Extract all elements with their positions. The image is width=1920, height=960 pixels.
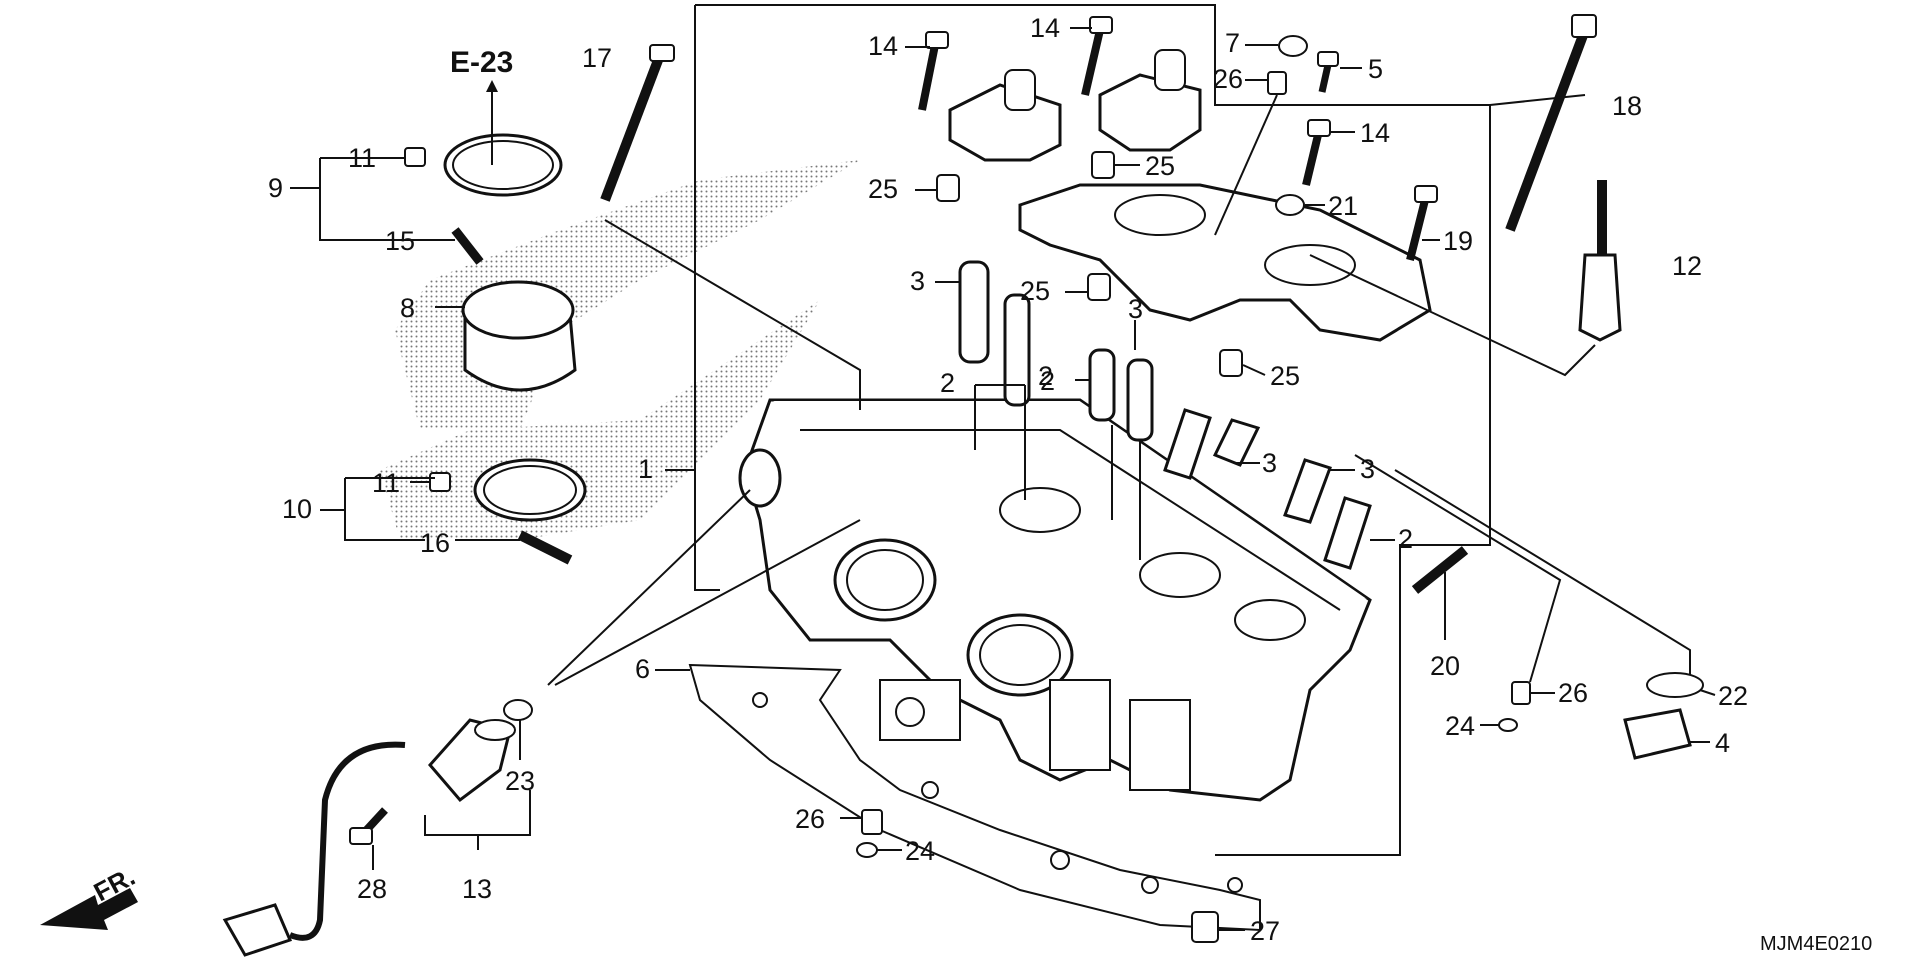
- front-arrow-icon: [40, 888, 138, 930]
- rocker-post-left: [1004, 69, 1036, 111]
- callout-16: 16: [420, 528, 450, 558]
- callout-18: 18: [1612, 91, 1642, 121]
- gasket-holes: [752, 692, 1243, 894]
- callout-20: 20: [1430, 651, 1460, 681]
- seal-4: [1623, 708, 1692, 760]
- callout-26: 26: [1213, 64, 1243, 94]
- holder-pocket-1: [1114, 194, 1206, 236]
- head-gasket: [688, 663, 1261, 932]
- callout-26: 26: [1558, 678, 1588, 708]
- assembly-outline: [694, 4, 1491, 856]
- callout-7: 7: [1225, 28, 1240, 58]
- insulator-and-clamps: [404, 133, 587, 522]
- callout-28: 28: [357, 874, 387, 904]
- callout-22: 22: [1718, 681, 1748, 711]
- callout-25: 25: [1145, 151, 1175, 181]
- callout-21: 21: [1328, 191, 1358, 221]
- callout-3: 3: [910, 266, 925, 296]
- callout-25: 25: [868, 174, 898, 204]
- leader-lines: [290, 27, 1716, 931]
- callout-2: 2: [1398, 524, 1413, 554]
- callout-12: 12: [1672, 251, 1702, 281]
- o-ring-22: [1646, 672, 1704, 698]
- callout-2: 2: [1040, 366, 1055, 396]
- callout-17: 17: [582, 43, 612, 73]
- drawing-code: MJM4E0210: [1760, 933, 1872, 955]
- callout-24: 24: [1445, 711, 1475, 741]
- callout-2: 2: [940, 368, 955, 398]
- callout-11: 11: [348, 143, 376, 173]
- callout-3: 3: [1128, 294, 1143, 324]
- intake-shading: [395, 160, 860, 430]
- callout-14: 14: [1030, 13, 1060, 43]
- callout-1: 1: [638, 454, 653, 484]
- callout-3: 3: [1360, 454, 1375, 484]
- up-arrow-icon: [486, 80, 498, 92]
- rocker-holder-right: [1098, 73, 1202, 152]
- callout-27: 27: [1250, 916, 1280, 946]
- bolts: [349, 14, 1622, 845]
- callout-11: 11: [372, 468, 400, 498]
- callout-2: 2: [1038, 361, 1053, 391]
- callout-labels: E-23 1 2 2 2 2 3 3 3 3 4 5 6 7 8 9 10 11…: [268, 13, 1872, 955]
- sealing-washer-7: [1278, 35, 1308, 57]
- callout-6: 6: [635, 654, 650, 684]
- valve-guides: [958, 260, 1372, 570]
- callout-24: 24: [905, 836, 935, 866]
- cam-position-sensor: [222, 699, 533, 957]
- washer-24-left: [856, 842, 878, 858]
- callout-14: 14: [868, 31, 898, 61]
- washer-21: [1275, 194, 1305, 216]
- callout-25: 25: [1270, 361, 1300, 391]
- callout-8: 8: [400, 293, 415, 323]
- callout-23: 23: [505, 766, 535, 796]
- holder-pocket-2: [1264, 244, 1356, 286]
- callout-9: 9: [268, 173, 283, 203]
- washer-24-right: [1498, 718, 1518, 732]
- callout-13: 13: [462, 874, 492, 904]
- callout-5: 5: [1368, 54, 1383, 84]
- callout-15: 15: [385, 226, 415, 256]
- reference-label: E-23: [450, 46, 513, 79]
- rocker-post-right: [1154, 49, 1186, 91]
- callout-3: 3: [1262, 448, 1277, 478]
- callout-26: 26: [795, 804, 825, 834]
- callout-4: 4: [1715, 728, 1730, 758]
- callout-19: 19: [1443, 226, 1473, 256]
- front-direction-indicator: FR.: [40, 861, 140, 930]
- callout-25: 25: [1020, 276, 1050, 306]
- cylinder-head: [738, 398, 1372, 802]
- camshaft-holder: [1018, 183, 1432, 342]
- callout-14: 14: [1360, 118, 1390, 148]
- callout-10: 10: [282, 494, 312, 524]
